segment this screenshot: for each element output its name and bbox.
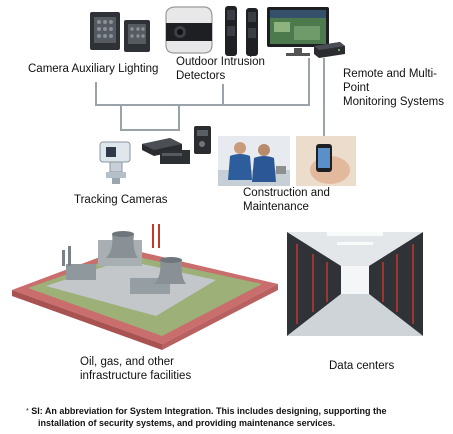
label-camera-auxiliary-lighting: Camera Auxiliary Lighting bbox=[28, 63, 159, 75]
power-plant-model-icon bbox=[12, 224, 278, 350]
label-construction-maintenance: Construction and Maintenance bbox=[243, 186, 330, 214]
monitor-icon bbox=[267, 7, 329, 56]
connector-monitor-drop bbox=[308, 58, 310, 106]
footnote-marker: * bbox=[26, 408, 29, 415]
connector-bus-lower bbox=[120, 129, 180, 131]
maintenance-workers-photo bbox=[218, 136, 290, 186]
label-remote-line1: Remote and Multi- bbox=[343, 68, 437, 80]
ptz-camera-icon bbox=[99, 141, 131, 184]
connector-tracking-right bbox=[178, 104, 180, 131]
connector-tracking-drop bbox=[120, 104, 122, 131]
data-center-photo bbox=[287, 232, 423, 336]
label-intrusion-line2: Detectors bbox=[176, 70, 226, 82]
connector-remote-drop bbox=[323, 58, 325, 138]
label-construction-line2: Maintenance bbox=[243, 201, 309, 213]
label-construction-line1: Construction and bbox=[243, 187, 330, 199]
beam-sensor-icon bbox=[225, 6, 258, 56]
label-oilgas-line1: Oil, gas, and other bbox=[80, 356, 174, 368]
intrusion-detector-icon bbox=[165, 6, 213, 54]
connector-lighting-drop bbox=[95, 82, 97, 106]
hardware-box-icon bbox=[194, 126, 211, 154]
footnote-line1: * SI: An abbreviation for System Integra… bbox=[26, 406, 446, 418]
label-outdoor-intrusion-detectors: Outdoor Intrusion Detectors bbox=[176, 55, 265, 83]
ir-illuminator-icon bbox=[90, 12, 150, 52]
label-data-centers: Data centers bbox=[329, 360, 395, 372]
label-oilgas-line2: infrastructure facilities bbox=[80, 370, 192, 382]
smartphone-photo bbox=[296, 136, 356, 186]
label-tracking-cameras: Tracking Cameras bbox=[74, 194, 168, 206]
label-oil-gas-facilities: Oil, gas, and other infrastructure facil… bbox=[80, 355, 191, 383]
connector-intrusion-drop bbox=[222, 84, 224, 106]
label-remote-monitoring: Remote and Multi- Point Monitoring Syste… bbox=[343, 67, 444, 109]
server-unit-icon bbox=[160, 150, 190, 164]
footnote-text-line1: SI: An abbreviation for System Integrati… bbox=[31, 406, 387, 416]
label-remote-line3: Monitoring Systems bbox=[343, 96, 444, 108]
label-intrusion-line1: Outdoor Intrusion bbox=[176, 56, 265, 68]
connector-bus-horizontal bbox=[95, 104, 310, 106]
recorder-box-icon bbox=[314, 42, 345, 58]
label-remote-line2: Point bbox=[343, 82, 370, 94]
footnote-text-line2: installation of security systems, and pr… bbox=[38, 417, 336, 428]
footnote: * SI: An abbreviation for System Integra… bbox=[26, 406, 446, 429]
